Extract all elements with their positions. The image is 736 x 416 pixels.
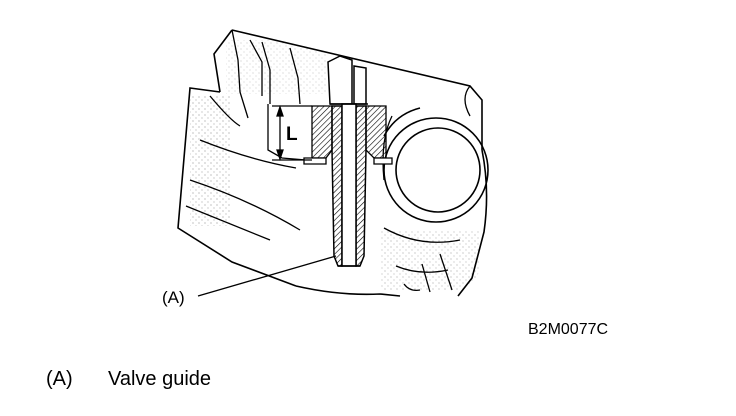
cylinder-head-casting: [177, 29, 488, 297]
valve-guide: [330, 103, 368, 267]
legend-key: (A): [46, 368, 73, 390]
callout-leader-line: [197, 255, 337, 297]
dimension-label: L: [286, 124, 298, 145]
callout-label-a: (A): [162, 288, 185, 307]
casting-texture: [190, 40, 480, 290]
dimension-l: [272, 104, 312, 162]
casting-contours: [185, 29, 471, 293]
valve-port: [383, 107, 489, 223]
legend-text: Valve guide: [108, 368, 212, 390]
guide-bore-section: [303, 105, 393, 165]
legend: (A) Valve guide: [46, 368, 211, 391]
valve-stem-top: [327, 55, 367, 105]
figure-code: B2M0077C: [528, 321, 608, 338]
